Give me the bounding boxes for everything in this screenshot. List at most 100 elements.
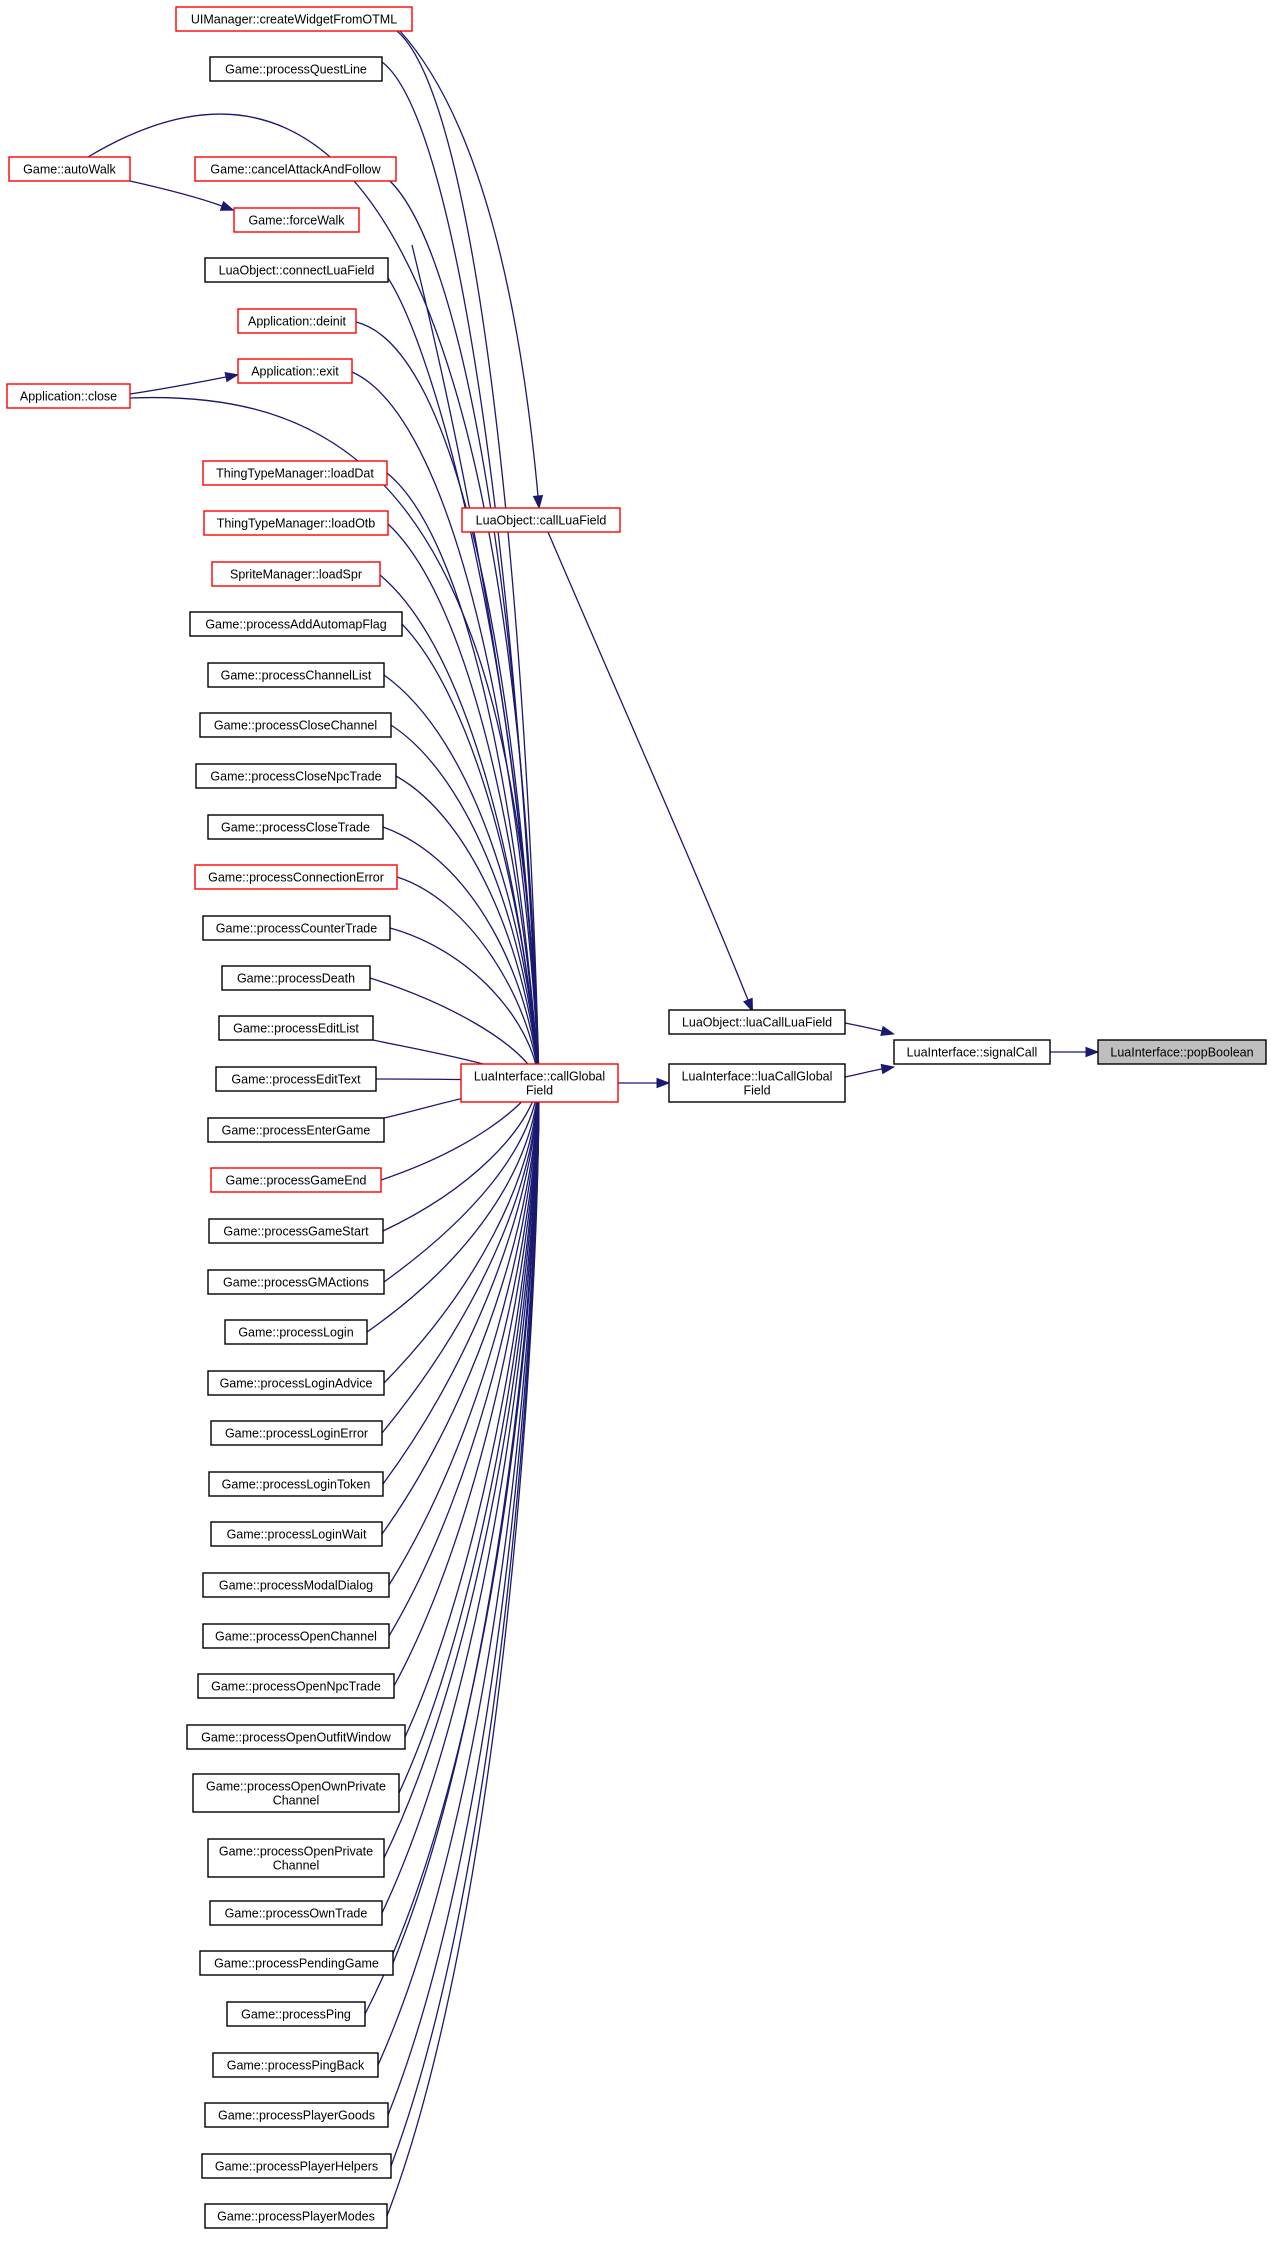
- logintok-node[interactable]: Game::processLoginToken: [208, 1471, 384, 1497]
- edge-line: [383, 1080, 540, 1283]
- connect-node[interactable]: LuaObject::connectLuaField: [204, 257, 389, 283]
- loginadv-node[interactable]: Game::processLoginAdvice: [207, 1370, 385, 1396]
- node-label: Game::processPing: [241, 2008, 351, 2022]
- node-box: [211, 561, 381, 587]
- edittext-node[interactable]: Game::processEditText: [215, 1066, 377, 1092]
- autowalk-node[interactable]: Game::autoWalk: [8, 156, 131, 182]
- counter-node[interactable]: Game::processCounterTrade: [202, 915, 391, 941]
- exit-node[interactable]: Application::exit: [237, 358, 353, 384]
- entergame-node[interactable]: Game::processEnterGame: [207, 1117, 385, 1143]
- edge-arrowhead: [880, 1025, 896, 1036]
- node-box: [192, 1773, 400, 1813]
- node-box: [460, 1063, 619, 1103]
- ping-node[interactable]: Game::processPing: [226, 2001, 366, 2027]
- edge-line: [381, 1080, 540, 1535]
- node-label: Game::processEnterGame: [222, 1124, 371, 1138]
- edge-line: [844, 1068, 883, 1078]
- gameend-node[interactable]: Game::processGameEnd: [210, 1167, 382, 1193]
- node-label: Game::processPlayerHelpers: [215, 2160, 378, 2174]
- node-label: SpriteManager::loadSpr: [230, 568, 362, 582]
- closetrade-node[interactable]: Game::processCloseTrade: [207, 814, 384, 840]
- node-box: [893, 1039, 1051, 1065]
- node-box: [207, 1370, 385, 1396]
- edge-line: [389, 927, 540, 1082]
- loadotb-node[interactable]: ThingTypeManager::loadOtb: [203, 510, 389, 536]
- loadspr-node[interactable]: SpriteManager::loadSpr: [211, 561, 381, 587]
- node-box: [207, 814, 384, 840]
- node-label: ThingTypeManager::loadOtb: [217, 517, 375, 531]
- node-label: LuaObject::connectLuaField: [219, 264, 375, 278]
- closenpc-node[interactable]: Game::processCloseNpcTrade: [195, 763, 397, 789]
- deinit-node[interactable]: Application::deinit: [237, 308, 357, 334]
- edge-line: [401, 623, 540, 1082]
- edge-line: [844, 1022, 883, 1032]
- node-box: [210, 1521, 383, 1547]
- edge-line: [386, 1080, 540, 2217]
- node-box: [202, 460, 388, 486]
- pop-node: LuaInterface::popBoolean: [1097, 1039, 1267, 1065]
- modes-node[interactable]: Game::processPlayerModes: [204, 2203, 388, 2229]
- loaddat-node[interactable]: ThingTypeManager::loadDat: [202, 460, 388, 486]
- loginerr-node[interactable]: Game::processLoginError: [210, 1420, 383, 1446]
- editlist-node[interactable]: Game::processEditList: [218, 1015, 374, 1041]
- edge-line: [364, 1080, 540, 2015]
- node-box: [209, 56, 383, 82]
- pingback-node[interactable]: Game::processPingBack: [212, 2052, 379, 2078]
- pending-to-callglobal-edge: [392, 1067, 545, 1964]
- node-label: Game::processCloseNpcTrade: [210, 770, 381, 784]
- luacalllua-node[interactable]: LuaObject::luaCallLuaField: [668, 1009, 846, 1035]
- node-label: LuaObject::luaCallLuaField: [682, 1016, 832, 1030]
- cancel-node[interactable]: Game::cancelAttackAndFollow: [194, 156, 397, 182]
- callglobal-to-luacallglobal-edge: [617, 1077, 671, 1089]
- node-label: Game::processEditList: [233, 1022, 359, 1036]
- uicreate-node[interactable]: UIManager::createWidgetFromOTML: [175, 6, 413, 32]
- edge-line: [398, 1080, 540, 1794]
- quest-node[interactable]: Game::processQuestLine: [209, 56, 383, 82]
- connerr-node[interactable]: Game::processConnectionError: [194, 864, 398, 890]
- node-box: [210, 1167, 382, 1193]
- node-box: [8, 156, 131, 182]
- closechan-node[interactable]: Game::processCloseChannel: [199, 712, 392, 738]
- node-label: ThingTypeManager::loadDat: [216, 467, 374, 481]
- death-node[interactable]: Game::processDeath: [221, 965, 371, 991]
- edge-line: [386, 472, 540, 1082]
- node-label: LuaObject::callLuaField: [476, 514, 607, 528]
- node-box: [207, 1838, 385, 1878]
- pending-node[interactable]: Game::processPendingGame: [199, 1950, 394, 1976]
- node-box: [194, 864, 398, 890]
- force-node[interactable]: Game::forceWalk: [233, 207, 360, 233]
- close-node[interactable]: Application::close: [6, 383, 131, 409]
- node-label: Game::processPlayerGoods: [218, 2109, 375, 2123]
- node-label: Game::processModalDialog: [219, 1579, 373, 1593]
- node-box: [226, 2001, 366, 2027]
- node-label: Game::processGameStart: [223, 1225, 369, 1239]
- outfit-node[interactable]: Game::processOpenOutfitWindow: [186, 1724, 406, 1750]
- node-label: Game::processDeath: [237, 972, 355, 986]
- gmactions-node[interactable]: Game::processGMActions: [207, 1269, 385, 1295]
- openchan-node[interactable]: Game::processOpenChannel: [202, 1623, 390, 1649]
- calllua-node[interactable]: LuaObject::callLuaField: [461, 507, 621, 533]
- edge-arrowhead: [880, 1063, 896, 1075]
- helpers-node[interactable]: Game::processPlayerHelpers: [201, 2153, 392, 2179]
- opennpc-node[interactable]: Game::processOpenNpcTrade: [197, 1673, 395, 1699]
- signal-node[interactable]: LuaInterface::signalCall: [893, 1039, 1051, 1065]
- owntrade-node[interactable]: Game::processOwnTrade: [209, 1900, 383, 1926]
- edge-line: [382, 1080, 540, 1485]
- login-node[interactable]: Game::processLogin: [224, 1319, 368, 1345]
- gamestart-node[interactable]: Game::processGameStart: [208, 1218, 384, 1244]
- node-box: [207, 1269, 385, 1295]
- chanlist-node[interactable]: Game::processChannelList: [207, 662, 385, 688]
- modal-node[interactable]: Game::processModalDialog: [202, 1572, 390, 1598]
- edge-line: [381, 1080, 540, 1914]
- loginwait-node[interactable]: Game::processLoginWait: [210, 1521, 383, 1547]
- node-label: Game::processAddAutomapFlag: [205, 618, 386, 632]
- addauto-node[interactable]: Game::processAddAutomapFlag: [189, 611, 403, 637]
- goods-node[interactable]: Game::processPlayerGoods: [204, 2102, 389, 2128]
- node-label: Application::close: [20, 390, 117, 404]
- uicreate-to-calllua-edge: [399, 30, 544, 510]
- signal-to-pop-edge: [1050, 1046, 1100, 1058]
